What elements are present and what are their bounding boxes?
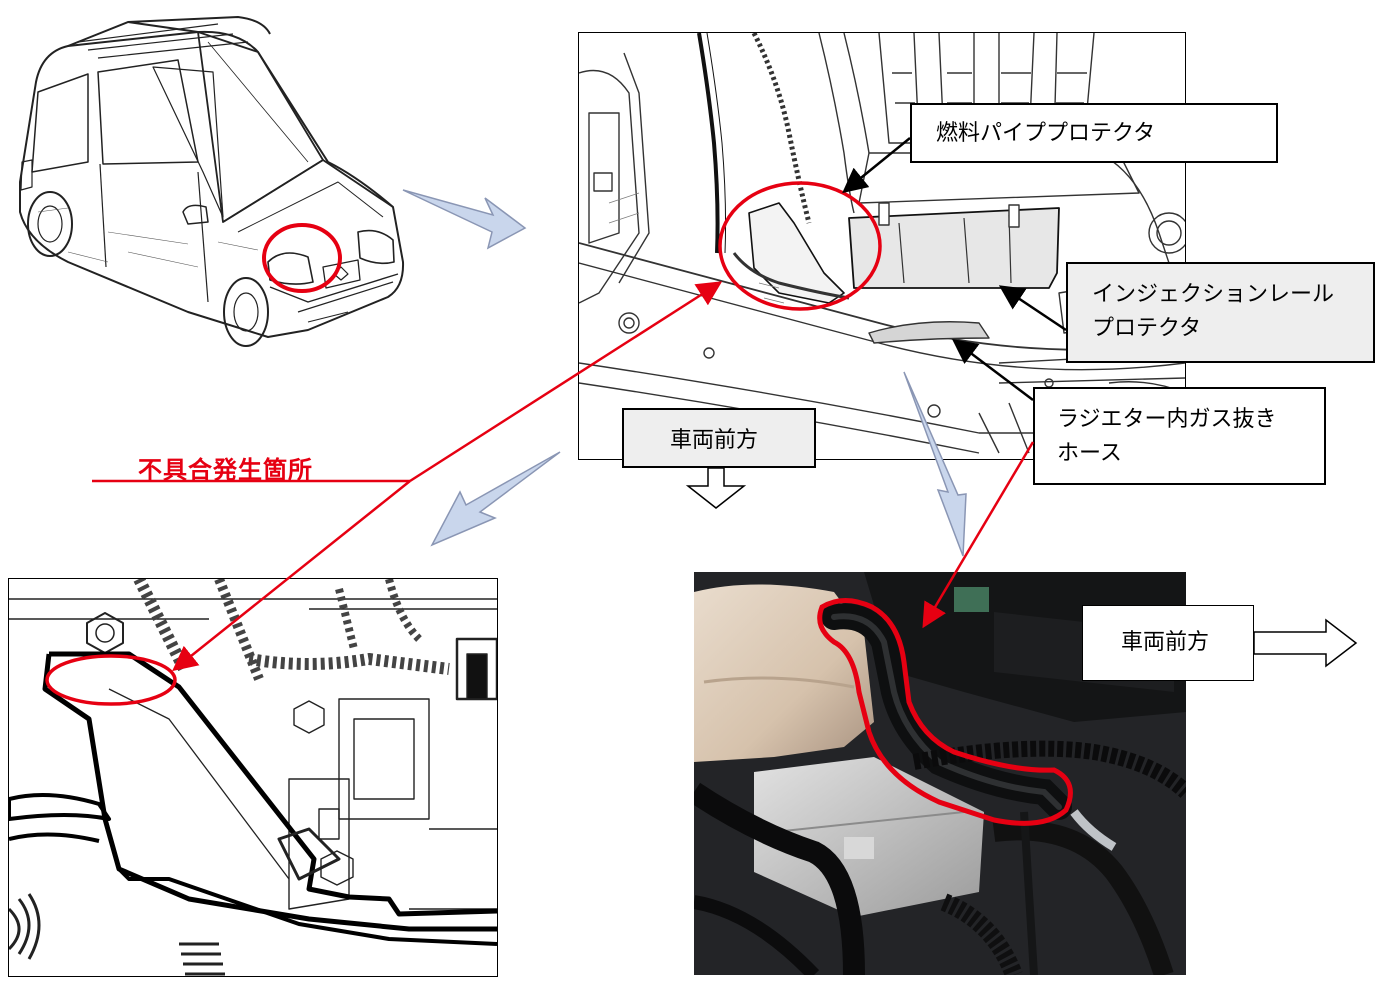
vehicle-front-down-arrow xyxy=(685,467,747,509)
protector-closeup-sketch xyxy=(9,579,497,976)
vehicle-front-text-photo: 車両前方 xyxy=(1121,630,1210,655)
defect-location-text: 不具合発生箇所 xyxy=(138,456,313,484)
engine-bay-photo xyxy=(694,572,1186,975)
van-sketch xyxy=(19,16,405,347)
vehicle-front-right-arrow xyxy=(1253,618,1358,668)
fuel-pipe-protector-text: 燃料パイププロテクタ xyxy=(936,121,1156,146)
radiator-degas-hose-text-line2: ホース xyxy=(1057,441,1122,467)
defect-location-label: 不具合発生箇所 xyxy=(138,450,313,485)
radiator-degas-hose-text-line1: ラジエター内ガス抜き xyxy=(1057,407,1277,432)
injection-rail-protector-text-line1: インジェクションレール xyxy=(1092,282,1335,307)
vehicle-front-label-photo: 車両前方 xyxy=(1082,605,1254,681)
engine-bay-photo-panel xyxy=(694,572,1186,975)
radiator-degas-hose-label: ラジエター内ガス抜き ホース xyxy=(1033,387,1326,485)
flow-arrow-to-engine-bay xyxy=(402,189,527,250)
injection-rail-protector-text-line2: プロテクタ xyxy=(1092,316,1202,342)
flow-arrow-to-closeup xyxy=(430,451,561,547)
van-overview-panel xyxy=(8,12,408,357)
vehicle-front-text-drawing: 車両前方 xyxy=(670,428,759,453)
fuel-pipe-protector-label: 燃料パイププロテクタ xyxy=(910,103,1278,163)
protector-closeup-panel xyxy=(8,578,498,977)
vehicle-front-label-drawing: 車両前方 xyxy=(622,408,816,468)
injection-rail-protector-label: インジェクションレール プロテクタ xyxy=(1066,262,1375,363)
